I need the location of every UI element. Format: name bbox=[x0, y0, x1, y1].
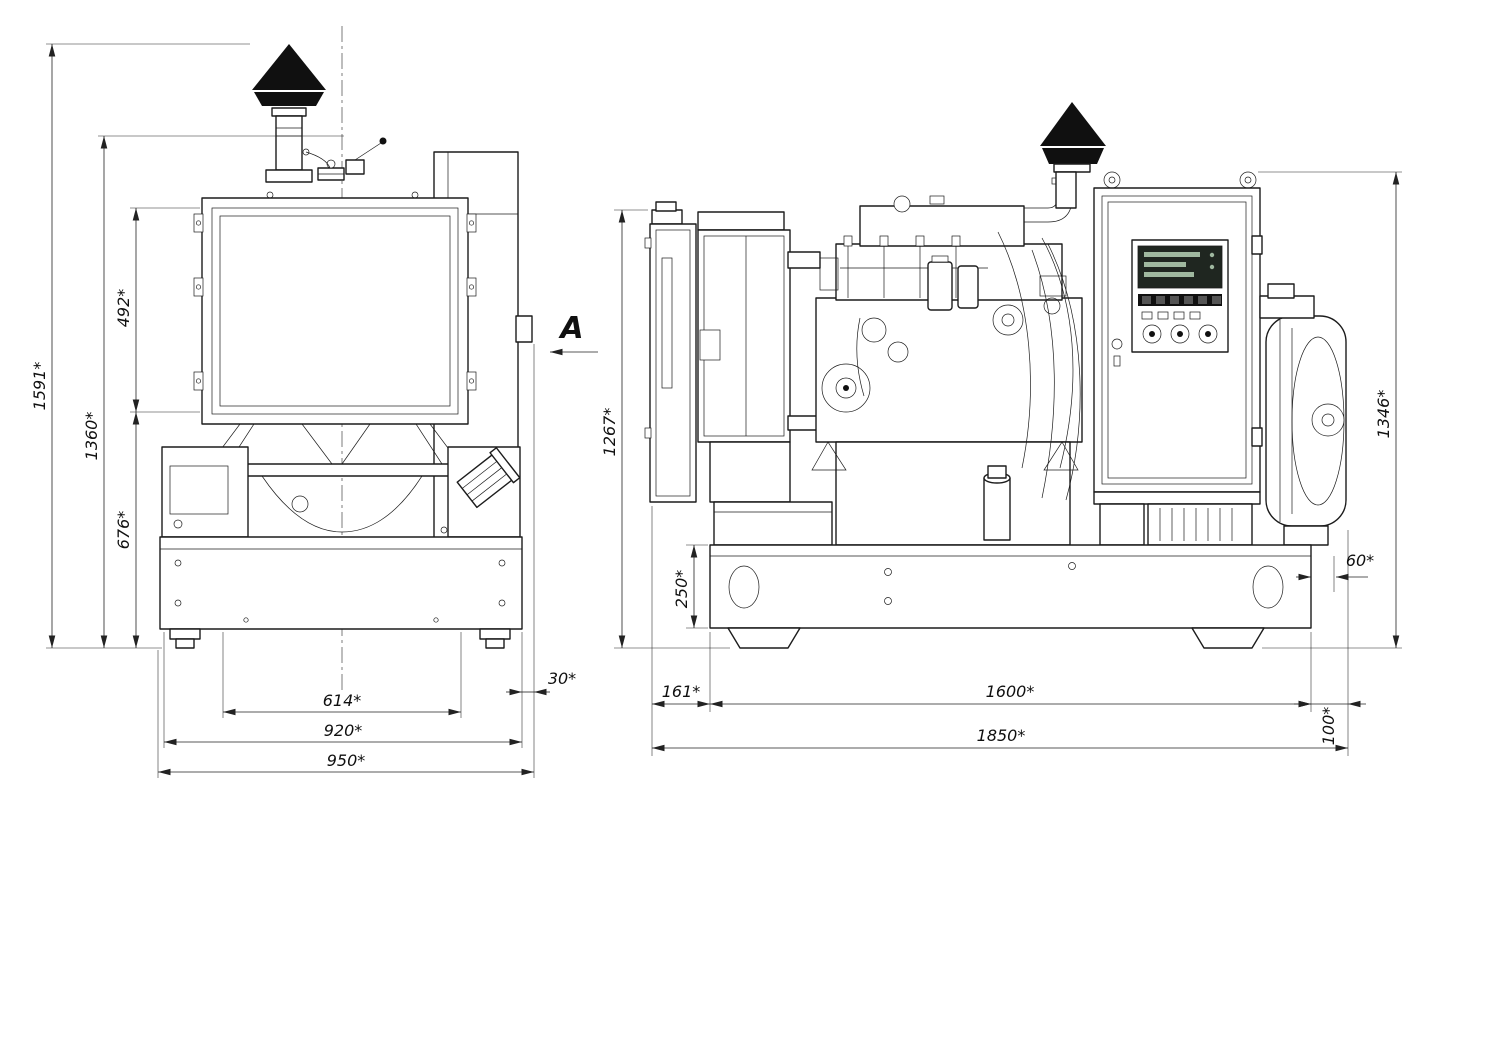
skid-foot bbox=[1191, 627, 1265, 649]
front-base-frame bbox=[159, 536, 523, 649]
dim-side-right-height: 1346* bbox=[1374, 390, 1393, 439]
side-engine bbox=[787, 174, 1083, 546]
side-base-frame bbox=[709, 544, 1312, 649]
dim-side-frame-height: 250* bbox=[672, 570, 691, 609]
door-hinge bbox=[1251, 427, 1263, 447]
dim-front-radiator-height: 492* bbox=[114, 289, 133, 328]
dim-front-overall-width: 950* bbox=[327, 751, 366, 770]
skid-foot bbox=[727, 627, 801, 649]
front-dimensions: 1591* 1360* 492* 676* 614* 920* 950* 30* bbox=[30, 43, 576, 778]
terminal-box bbox=[1259, 295, 1315, 319]
lifting-eye-left bbox=[1103, 171, 1121, 189]
side-view: 1267* 1346* 250* 60* 161* 1600* 100* 185… bbox=[600, 102, 1402, 756]
side-dimensions: 1267* 1346* 250* 60* 161* 1600* 100* 185… bbox=[600, 171, 1402, 756]
oil-filler bbox=[983, 477, 1011, 541]
front-radiator bbox=[193, 191, 477, 425]
side-control-cabinet bbox=[1093, 171, 1263, 546]
side-alternator bbox=[1259, 283, 1347, 546]
battery-box bbox=[1147, 503, 1253, 546]
front-exhaust-rain-cap bbox=[252, 44, 326, 183]
door-lock bbox=[1111, 338, 1123, 350]
front-door-handle bbox=[515, 315, 533, 343]
starter-motor bbox=[992, 304, 1024, 336]
dim-front-height-to-valve: 1360* bbox=[82, 412, 101, 461]
valve-handle-knob bbox=[379, 137, 387, 145]
fuel-filter bbox=[927, 261, 953, 311]
side-radiator bbox=[644, 201, 833, 546]
front-side-boxes bbox=[161, 446, 521, 538]
control-panel bbox=[1131, 239, 1229, 353]
dim-side-right-offset: 60* bbox=[1346, 551, 1374, 570]
dim-front-overall-height: 1591* bbox=[30, 362, 49, 411]
dim-side-left-height: 1267* bbox=[600, 408, 619, 457]
dim-side-rear-overhang: 100* bbox=[1319, 707, 1338, 746]
dim-front-side-offset: 30* bbox=[548, 669, 576, 688]
dim-front-inner-width: 614* bbox=[323, 691, 362, 710]
forklift-slot bbox=[1252, 565, 1284, 609]
view-label: A bbox=[558, 311, 583, 346]
dim-side-overall-length: 1850* bbox=[977, 726, 1026, 745]
front-filler-and-valve bbox=[302, 137, 387, 181]
view-direction-marker: A bbox=[550, 311, 598, 356]
dim-front-frame-width: 920* bbox=[324, 721, 363, 740]
dim-front-lower-height: 676* bbox=[114, 511, 133, 550]
lifting-eye-right bbox=[1239, 171, 1257, 189]
forklift-slot bbox=[728, 565, 760, 609]
front-air-inlet-drum bbox=[456, 447, 521, 509]
front-view: 1591* 1360* 492* 676* 614* 920* 950* 30*… bbox=[30, 26, 598, 778]
dim-side-front-overhang: 161* bbox=[662, 682, 701, 701]
dim-side-frame-length: 1600* bbox=[986, 682, 1035, 701]
side-exhaust-rain-cap bbox=[1040, 102, 1106, 209]
door-hinge bbox=[1251, 235, 1263, 255]
